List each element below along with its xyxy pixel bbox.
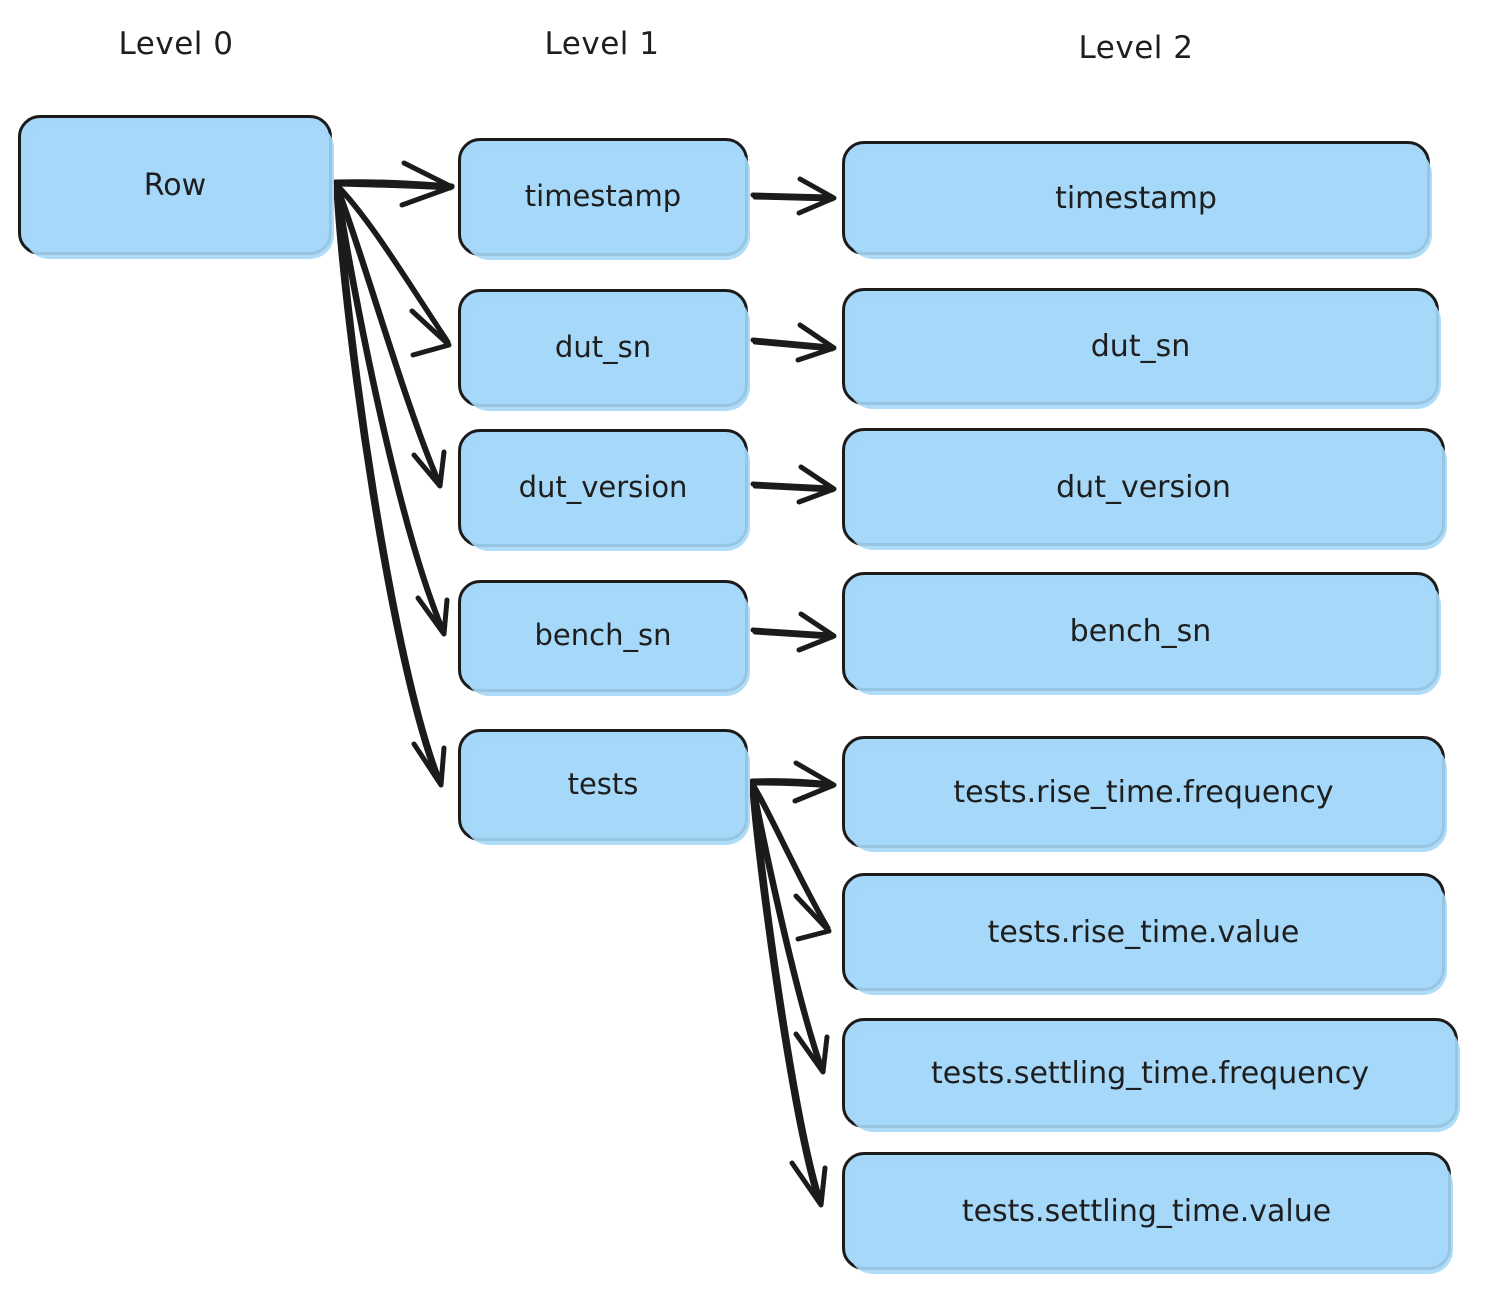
node-l2-timestamp-label: timestamp: [1055, 180, 1217, 216]
edge-tests-settling-value: [749, 787, 828, 1208]
node-l1-bench-sn-label: bench_sn: [534, 618, 672, 653]
node-row-label: Row: [143, 167, 207, 203]
edge-row-dut-version: [333, 183, 447, 489]
node-l1-timestamp-label: timestamp: [524, 179, 682, 214]
node-l2-settling-time-frequency[interactable]: tests.settling_time.frequency: [842, 1018, 1460, 1132]
node-l1-timestamp[interactable]: timestamp: [458, 138, 750, 260]
edge-row-bench-sn: [333, 185, 450, 637]
node-l1-bench-sn[interactable]: bench_sn: [458, 580, 750, 696]
node-l1-tests[interactable]: tests: [458, 729, 750, 845]
node-l2-dut-sn-label: dut_sn: [1090, 329, 1191, 364]
node-l2-bench-sn[interactable]: bench_sn: [842, 572, 1441, 695]
node-l2-dut-version-label: dut_version: [1056, 469, 1231, 505]
column-header-level-2: Level 2: [1079, 30, 1194, 66]
edge-l1-l2-dut-version: [750, 464, 837, 505]
node-l2-bench-sn-label: bench_sn: [1069, 614, 1212, 649]
node-l1-dut-version-label: dut_version: [518, 470, 688, 505]
node-l2-settling-time-value[interactable]: tests.settling_time.value: [842, 1152, 1453, 1274]
node-l2-dut-version[interactable]: dut_version: [842, 428, 1447, 550]
edge-row-dut-sn: [333, 181, 452, 358]
column-header-level-1-label: Level 1: [544, 26, 660, 62]
node-l2-timestamp[interactable]: timestamp: [842, 141, 1432, 259]
column-header-level-0-label: Level 0: [118, 26, 234, 62]
column-header-level-2-label: Level 2: [1078, 30, 1194, 66]
node-l1-dut-version[interactable]: dut_version: [458, 429, 750, 551]
edge-l1-l2-dut-sn: [750, 322, 837, 363]
node-l2-dut-sn[interactable]: dut_sn: [842, 288, 1441, 409]
edge-l1-l2-bench-sn: [750, 611, 837, 653]
node-row[interactable]: Row: [18, 115, 334, 259]
column-header-level-1: Level 1: [545, 26, 660, 62]
node-l2-rise-time-value[interactable]: tests.rise_time.value: [842, 873, 1447, 995]
edge-row-timestamp: [332, 160, 455, 208]
edge-row-tests: [333, 187, 447, 788]
node-l2-settling-time-frequency-label: tests.settling_time.frequency: [931, 1055, 1369, 1091]
node-l1-tests-label: tests: [567, 767, 639, 802]
edge-tests-rise-freq: [749, 760, 837, 804]
edge-tests-rise-value: [749, 781, 832, 942]
edge-tests-settling-freq: [749, 784, 830, 1075]
node-l1-dut-sn[interactable]: dut_sn: [458, 289, 750, 411]
node-l2-rise-time-frequency[interactable]: tests.rise_time.frequency: [842, 736, 1447, 852]
node-l2-settling-time-value-label: tests.settling_time.value: [961, 1193, 1332, 1229]
edge-l1-l2-timestamp: [750, 176, 837, 216]
column-header-level-0: Level 0: [119, 26, 234, 62]
node-l2-rise-time-value-label: tests.rise_time.value: [987, 914, 1300, 950]
node-l1-dut-sn-label: dut_sn: [554, 330, 652, 365]
node-l2-rise-time-frequency-label: tests.rise_time.frequency: [953, 774, 1334, 810]
